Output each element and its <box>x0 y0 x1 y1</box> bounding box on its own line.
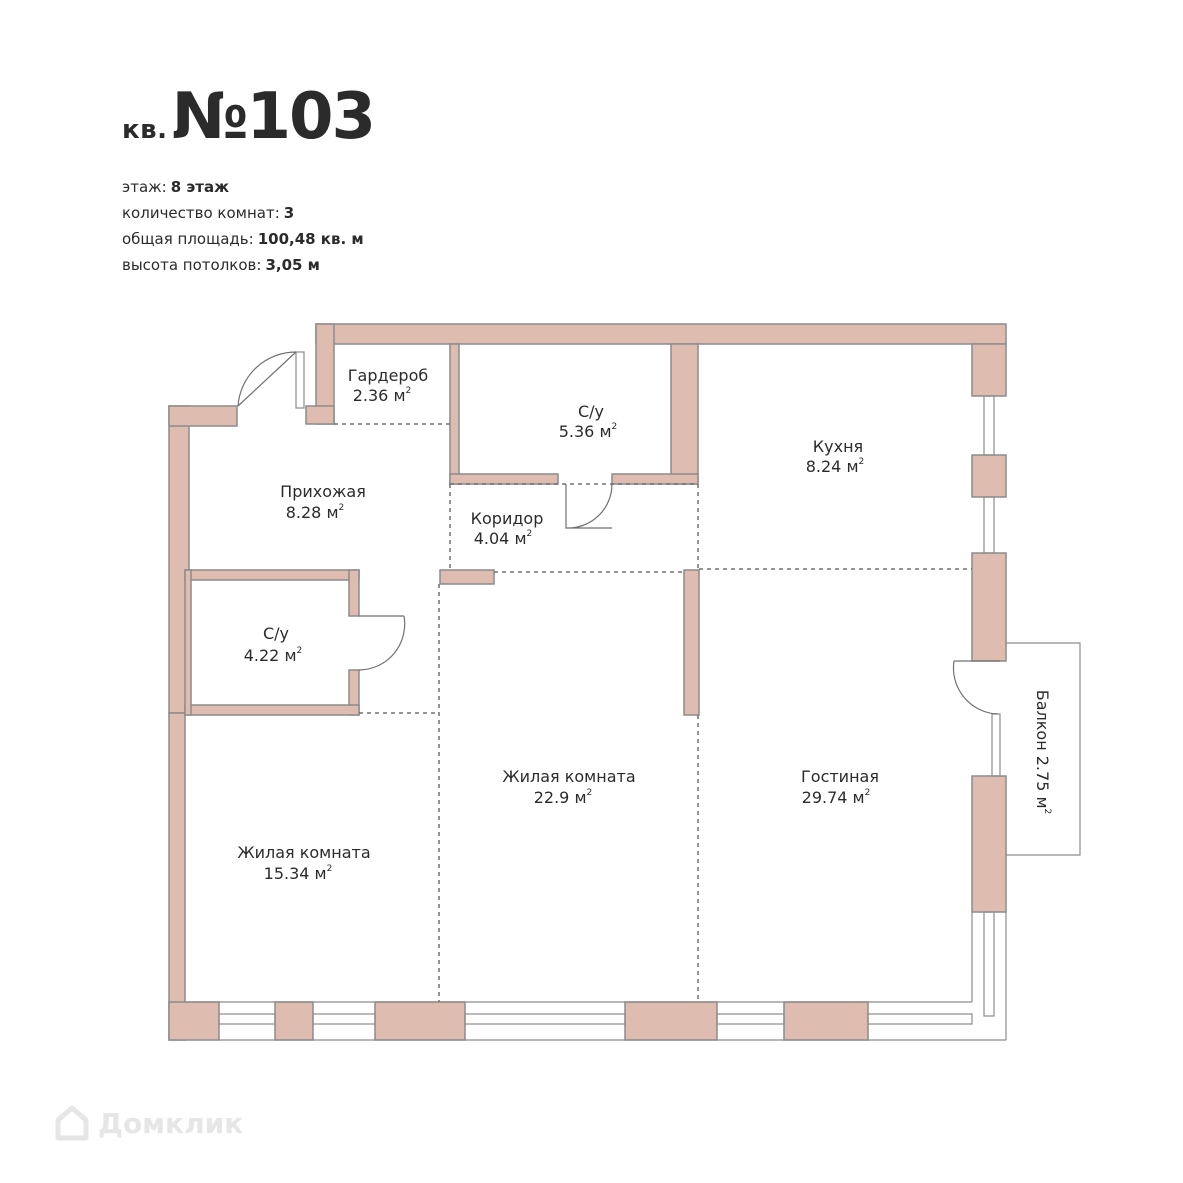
wall-right-3 <box>971 552 1007 662</box>
wall-top <box>315 323 1007 345</box>
wall-bath2-left <box>184 569 192 716</box>
spec-rooms: количество комнат:3 <box>122 204 295 222</box>
door-bath2 <box>358 615 406 671</box>
wall-bath1-bottom-b <box>611 473 699 485</box>
apartment-title: кв. №103 <box>122 80 376 154</box>
room-wardrobe-area: 2.36 м2 <box>353 386 412 405</box>
wall-living-divider <box>683 569 700 716</box>
room-bedroom1-name: Жилая комната <box>502 767 635 786</box>
wall-left-lower <box>168 712 186 1041</box>
window-bottom-1 <box>218 1013 276 1025</box>
room-corridor-area: 4.04 м2 <box>474 529 533 548</box>
wall-bath2-top <box>184 569 360 581</box>
room-kitchen-name: Кухня <box>813 437 863 456</box>
wall-corridor-stub <box>439 569 495 585</box>
house-logo-icon <box>55 1105 89 1141</box>
window-balcony-door <box>991 713 1001 777</box>
door-balcony <box>952 660 1000 715</box>
room-corridor-name: Коридор <box>471 509 544 528</box>
wall-bath1-left <box>449 343 460 485</box>
room-hall-area: 8.28 м2 <box>286 503 345 522</box>
domclick-watermark: Домклик <box>54 1104 243 1142</box>
room-balcony-label: Балкон 2.75 м2 <box>1033 690 1052 815</box>
wall-bottom-2 <box>274 1001 314 1041</box>
window-bottom-3 <box>464 1013 626 1025</box>
room-bedroom2-area: 15.34 м2 <box>264 864 333 883</box>
room-hall-name: Прихожая <box>280 482 366 501</box>
wall-bath2-right-a <box>348 569 360 617</box>
room-bedroom2-name: Жилая комната <box>237 843 370 862</box>
title-prefix: кв. <box>122 115 168 145</box>
apartment-number: №103 <box>171 80 376 154</box>
window-right-3 <box>983 911 995 1017</box>
watermark-text: Домклик <box>98 1106 244 1140</box>
window-bottom-5 <box>867 1013 973 1025</box>
room-living-name: Гостиная <box>801 767 879 786</box>
wall-bath1-bottom-a <box>449 473 559 485</box>
wall-right-4 <box>971 775 1007 913</box>
window-entry <box>295 351 305 409</box>
room-kitchen-area: 8.24 м2 <box>806 457 865 476</box>
window-right-1 <box>983 395 995 456</box>
wall-bottom-3 <box>374 1001 466 1041</box>
wall-bottom-4 <box>624 1001 718 1041</box>
room-living-area: 29.74 м2 <box>802 788 871 807</box>
wall-bath1-right <box>670 343 699 485</box>
spec-floor: этаж:8 этаж <box>122 178 230 196</box>
room-bath1-area: 5.36 м2 <box>559 422 618 441</box>
wall-entry-jamb <box>305 405 335 425</box>
door-entry <box>237 351 297 407</box>
wall-right-1 <box>971 343 1007 397</box>
room-bath2-area: 4.22 м2 <box>244 646 303 665</box>
window-bottom-2 <box>312 1013 376 1025</box>
wall-hall-top <box>168 405 238 427</box>
balcony-outline <box>1006 642 1081 856</box>
room-bedroom1-area: 22.9 м2 <box>534 788 593 807</box>
wall-right-2 <box>971 454 1007 498</box>
window-right-2 <box>983 496 995 554</box>
room-wardrobe-name: Гардероб <box>348 366 428 385</box>
apartment-specs: этаж:8 этаж количество комнат:3 общая пл… <box>122 174 364 278</box>
room-bath1-name: С/у <box>578 402 604 421</box>
room-bath2-name: С/у <box>263 624 289 643</box>
wall-bottom-1 <box>168 1001 220 1041</box>
door-bath1 <box>565 483 613 529</box>
window-bottom-4 <box>716 1013 785 1025</box>
wall-bottom-5 <box>783 1001 869 1041</box>
spec-ceiling: высота потолков:3,05 м <box>122 256 320 274</box>
wall-bath2-bottom <box>184 704 360 716</box>
spec-area: общая площадь:100,48 кв. м <box>122 230 364 248</box>
